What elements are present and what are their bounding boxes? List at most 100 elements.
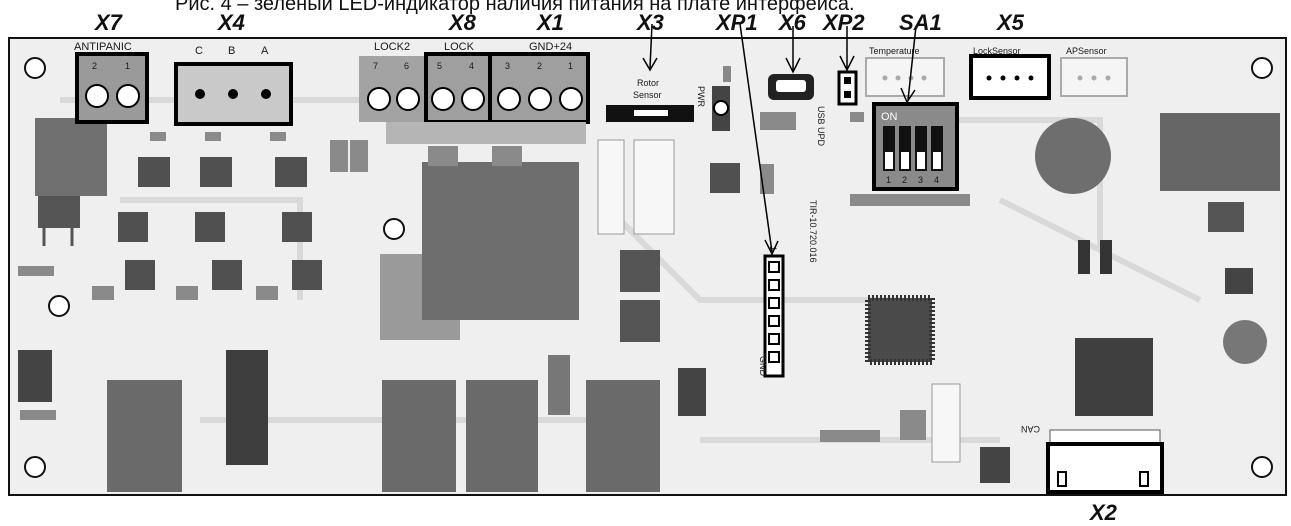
silk-x1-pin: 3 [505,61,510,71]
connector-temperature: Temperature [865,46,945,97]
crystal [931,383,961,463]
relay [107,380,182,492]
silk-lock2-pin: 6 [404,61,409,71]
silk-x4-a: A [261,45,269,57]
silk-lock: LOCK [444,41,475,53]
silk-can: CAN [1021,424,1040,434]
mounting-hole [1251,57,1273,79]
silk-temperature: Temperature [869,46,920,56]
buzzer-block [1160,113,1280,191]
board-marking: TIR-10.720.016 [808,200,818,263]
silk-rotor: Rotor [637,78,659,88]
ic-chip [125,260,155,290]
connector-x2: CAN [1021,424,1164,494]
ic-chip [275,157,307,187]
ic-chip [200,157,232,187]
designator-xp2: XP2 [821,10,865,35]
ic-chip [195,212,225,242]
silk-xp1-pin1: 1 [768,246,778,251]
voltage-regulator [620,300,660,342]
silk-ap-sensor: APSensor [1066,46,1107,56]
silk-dip-num: 1 [886,175,891,185]
ic-chip [710,163,740,193]
mounting-hole [1251,456,1273,478]
leader-lines [642,23,917,256]
relay [466,380,538,492]
resistor [548,355,570,415]
led-indicator [713,100,729,116]
ic-chip [212,260,242,290]
silk-x7-pin: 2 [92,61,97,71]
fuse-holder [633,139,675,235]
power-module [1075,338,1153,416]
silk-lock2: LOCK2 [374,41,410,53]
piezo [1223,320,1267,364]
ic-chip [282,212,312,242]
silk-antipanic: ANTIPANIC [74,41,132,53]
mounting-hole [24,57,46,79]
silk-dip-num: 3 [918,175,923,185]
designator-labels: X7 X4 X8 X1 X3 XP1 X6 XP2 SA1 X5 X2 [93,10,1118,525]
designator-x7: X7 [93,10,124,35]
pcb: ANTIPANIC 2 1 C B A LOCK2 7 6 LOCK [8,37,1287,496]
connector-x6: USB UPD [768,74,826,147]
connector-x1: GND+24 3 2 1 [488,41,590,124]
silk-dip-num: 2 [902,175,907,185]
figure-caption: Рис. 4 – зеленый LED-индикатор наличия п… [175,0,855,15]
connector-ap-sensor: APSensor [1060,46,1128,97]
silk-lock-pin: 4 [469,61,474,71]
battery [1035,118,1111,194]
pwr-led: PWR [696,66,731,131]
silk-pwr: PWR [696,86,706,107]
designator-x1: X1 [535,10,564,35]
designator-x6: X6 [777,10,807,35]
silk-usb-upd: USB UPD [816,106,826,147]
mounting-hole [383,218,405,240]
connector-x8: LOCK 5 4 [424,41,492,124]
relay [382,380,456,492]
connector-xp2 [837,70,858,106]
microcontroller [865,295,935,365]
silk-x1-pin: 1 [568,61,573,71]
silk-x7-pin: 1 [125,61,130,71]
connector-lock2: LOCK2 7 6 [359,41,425,122]
silk-dip-num: 4 [934,175,939,185]
connector-x3: Rotor Sensor [606,78,694,122]
connector-x4: C B A [174,45,293,126]
silk-lock-pin: 5 [437,61,442,71]
silk-gnd24: GND+24 [529,41,572,53]
designator-x8: X8 [447,10,477,35]
ic-chip [18,350,52,402]
ic-chip [118,212,148,242]
fuse-holder [597,139,625,235]
ic-chip [980,447,1010,483]
silk-sensor: Sensor [633,90,662,100]
transformer-center [422,162,579,320]
silk-dip-on: ON [881,111,898,123]
voltage-regulator [620,250,660,292]
ic-large [226,350,268,465]
ic-chip [678,368,706,416]
relay [586,380,660,492]
silk-x1-pin: 2 [537,61,542,71]
designator-x2: X2 [1088,500,1118,525]
mounting-hole [24,456,46,478]
designator-x4: X4 [216,10,245,35]
silk-x4-c: C [195,45,203,57]
connector-xp1: 1 GND [758,246,785,378]
silk-x4-b: B [228,45,235,57]
transformer-base [38,196,80,228]
connector-x5: LockSensor [969,46,1051,100]
designator-x3: X3 [635,10,664,35]
dip-switch-sa1: ON 1 2 3 4 [872,102,959,191]
designator-x5: X5 [995,10,1025,35]
silk-lock-sensor: LockSensor [973,46,1021,56]
ic-chip [138,157,170,187]
silk-gnd: GND [758,356,768,377]
ic-chip [292,260,322,290]
designator-sa1: SA1 [899,10,942,35]
silk-lock2-pin: 7 [373,61,378,71]
mounting-hole [48,295,70,317]
transformer-left [35,118,107,196]
